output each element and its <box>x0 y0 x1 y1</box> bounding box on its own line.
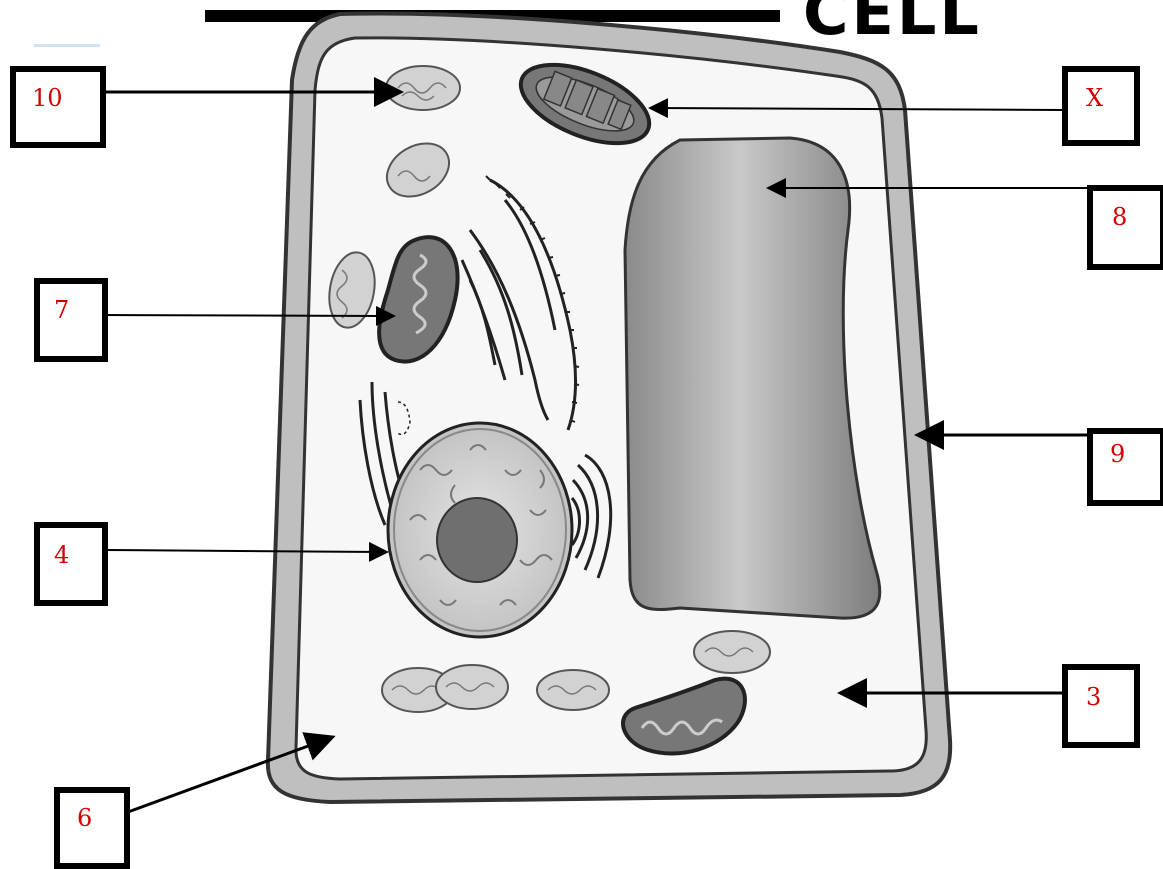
label-text-9: 9 <box>1110 442 1125 466</box>
label-text-4: 4 <box>54 543 69 567</box>
label-box-4 <box>34 522 108 606</box>
plastid-bottom-2 <box>436 665 508 709</box>
label-text-8: 8 <box>1112 205 1127 229</box>
label-box-9 <box>1087 428 1163 506</box>
nucleus-organelle <box>388 423 572 637</box>
label-text-6: 6 <box>77 806 92 830</box>
central-vacuole <box>625 138 880 618</box>
label-text-3: 3 <box>1086 685 1101 709</box>
arrow-7 <box>104 315 392 316</box>
plastid-bottom-right <box>694 631 770 673</box>
label-text-10: 10 <box>32 86 63 110</box>
label-box-7 <box>34 278 108 362</box>
plastid-bottom-3 <box>537 670 609 710</box>
label-text-x: X <box>1086 86 1103 110</box>
plastid-top <box>386 66 460 110</box>
label-text-7: 7 <box>54 298 69 322</box>
